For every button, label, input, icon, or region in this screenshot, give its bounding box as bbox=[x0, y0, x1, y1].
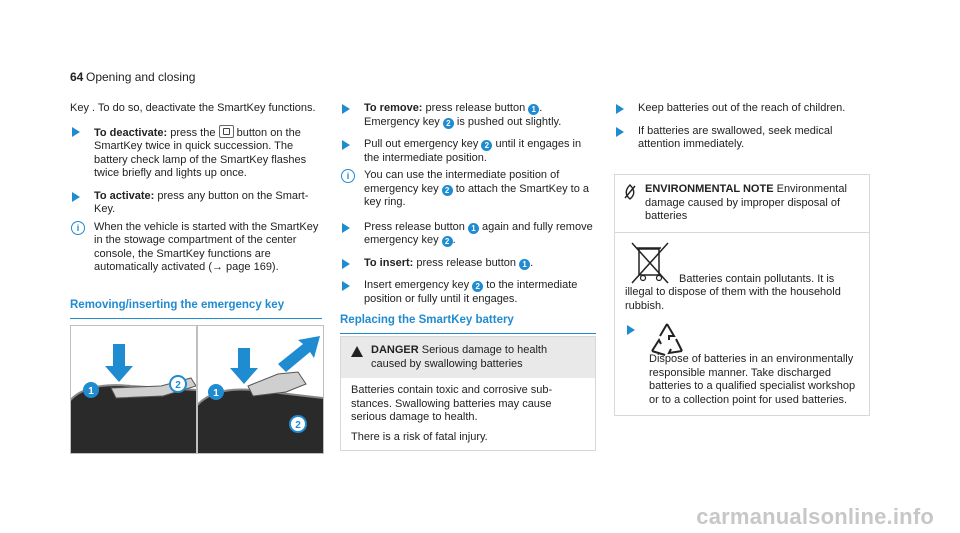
bullet-keep-away: Keep batteries out of the reach of chil­… bbox=[614, 102, 870, 116]
marker-2: 2 bbox=[441, 236, 453, 247]
danger-text-2: There is a risk of fatal injury. bbox=[351, 430, 488, 443]
info-icon: i bbox=[71, 220, 85, 235]
keyring-text-b: to attach the SmartKey to a key ring. bbox=[364, 182, 590, 209]
bullet-arrow-icon bbox=[342, 140, 350, 150]
marker-1: 1 bbox=[467, 222, 479, 234]
activate-text: press any button on the Smart­Key. bbox=[94, 189, 309, 216]
bullet-arrow-icon bbox=[342, 258, 350, 269]
danger-header: DANGER Serious damage to health caused b… bbox=[341, 337, 595, 378]
crossed-bin-icon bbox=[631, 241, 669, 284]
info-icon: i bbox=[341, 169, 355, 183]
marker-2: 2 bbox=[481, 140, 493, 151]
column-2: To remove: press release button 1. Emerg… bbox=[340, 102, 596, 315]
section-heading-emergency-key: Removing/inserting the emergency key bbox=[70, 299, 322, 319]
recycle-icon bbox=[651, 323, 683, 356]
bullet-press: Press release button 1 again and fully r… bbox=[340, 221, 596, 248]
bullet-arrow-icon bbox=[72, 191, 80, 202]
bullet-arrow-icon bbox=[627, 325, 635, 335]
insert-text-b: . bbox=[530, 256, 534, 269]
env-text-1: Batteries contain pollutants. It is ille… bbox=[625, 272, 841, 312]
bullet-arrow-icon bbox=[72, 126, 80, 137]
info-note: i When the vehicle is started with the S… bbox=[70, 220, 322, 275]
bullet-pull: Pull out emergency key 2 until it engage… bbox=[340, 138, 596, 165]
env-pollutants-block: Batteries contain pollutants. It is ille… bbox=[625, 241, 859, 314]
remove-text-c: is pushed out slightly. bbox=[453, 115, 562, 128]
keyring-text-a: You can use the intermediate position of… bbox=[364, 169, 560, 195]
env-label: ENVIRONMENTAL NOTE bbox=[645, 183, 774, 195]
info-note-text: When the vehicle is started with the Sma… bbox=[94, 220, 319, 274]
insert2-text-a: Insert emergency key bbox=[364, 279, 473, 291]
danger-label: DANGER bbox=[371, 344, 419, 356]
deactivate-text-b: button on the SmartKey twice in quick su… bbox=[94, 126, 307, 180]
bullet-arrow-icon bbox=[616, 126, 624, 137]
bullet-deactivate: To deactivate: press the button on the S… bbox=[70, 124, 322, 181]
section-heading-battery: Replacing the SmartKey battery bbox=[340, 314, 596, 334]
running-header: Opening and closing bbox=[86, 70, 196, 84]
callout-2b: 2 bbox=[295, 420, 301, 431]
insert2-text-b: to the intermediate position or fully un… bbox=[364, 279, 578, 305]
column-3: Keep batteries out of the reach of chil­… bbox=[614, 102, 870, 161]
callout-1b: 1 bbox=[213, 388, 219, 399]
environment-icon bbox=[624, 184, 636, 200]
activate-label: To activate: bbox=[94, 189, 155, 202]
danger-text-1: Batteries contain toxic and corrosive su… bbox=[351, 384, 553, 423]
marker-1: 1 bbox=[528, 104, 540, 115]
danger-title: Serious damage to health caused by swall… bbox=[371, 344, 548, 370]
bullet-activate: To activate: press any button on the Sma… bbox=[70, 190, 322, 217]
env-body: Batteries contain pollutants. It is ille… bbox=[615, 233, 869, 416]
environmental-note-box: ENVIRONMENTAL NOTE Environmental damage … bbox=[614, 174, 870, 416]
bullet-arrow-icon bbox=[342, 222, 350, 233]
marker-1: 1 bbox=[519, 258, 531, 270]
figure-remove-key: 1 2 bbox=[70, 325, 197, 454]
keep-away-text: Keep batteries out of the reach of chil­… bbox=[638, 102, 846, 114]
remove-text-b: . Emergency key bbox=[364, 102, 543, 128]
env-title: Environmental damage caused by improper … bbox=[645, 183, 847, 222]
insert-label: To insert: bbox=[364, 256, 414, 269]
press-text-c: . bbox=[452, 234, 456, 246]
page-number: 64 bbox=[70, 70, 84, 84]
watermark: carmanualsonline.info bbox=[696, 503, 934, 529]
bullet-insert: To insert: press release button 1. bbox=[340, 257, 596, 271]
insert-text-a: press release button bbox=[416, 256, 520, 269]
press-text-a: Press release button bbox=[364, 220, 468, 233]
bullet-arrow-icon bbox=[616, 104, 624, 114]
lock-icon bbox=[218, 124, 234, 138]
pull-text-a: Pull out emergency key bbox=[364, 138, 482, 150]
column-1: Key . To do so, deactivate the SmartKey … bbox=[70, 102, 322, 284]
marker-2: 2 bbox=[442, 117, 454, 129]
intro-text: Key . To do so, deactivate the SmartKey … bbox=[70, 102, 316, 114]
bullet-dispose: Dispose of batteries in an environmental… bbox=[625, 323, 859, 407]
dispose-text: Dispose of batteries in an environmental… bbox=[649, 353, 856, 406]
key-illustration-right: 1 2 bbox=[198, 336, 323, 453]
remove-label: To remove: bbox=[364, 102, 423, 114]
danger-box: DANGER Serious damage to health caused b… bbox=[340, 336, 596, 451]
press-text-b: again and fully remove emergency key bbox=[364, 220, 593, 247]
swallowed-text: If batteries are swallowed, seek medical… bbox=[638, 124, 833, 151]
bullet-insert-2: Insert emergency key 2 to the intermedia… bbox=[340, 279, 596, 306]
remove-text-a: press release button bbox=[425, 102, 529, 114]
marker-2: 2 bbox=[472, 281, 484, 292]
callout-2: 2 bbox=[175, 380, 181, 391]
callout-1: 1 bbox=[88, 386, 94, 397]
bullet-arrow-icon bbox=[342, 281, 350, 291]
pull-text-b: until it engages in the intermediate pos… bbox=[364, 138, 582, 164]
marker-2: 2 bbox=[441, 184, 453, 196]
bullet-remove: To remove: press release button 1. Emerg… bbox=[340, 102, 596, 129]
bullet-arrow-icon bbox=[342, 104, 350, 114]
env-header: ENVIRONMENTAL NOTE Environmental damage … bbox=[615, 175, 869, 233]
key-illustration-left: 1 2 bbox=[71, 344, 196, 453]
figure-pull-key: 1 2 bbox=[197, 325, 324, 454]
info-note-keyring: i You can use the intermediate position … bbox=[340, 169, 596, 210]
bullet-swallowed: If batteries are swallowed, seek medical… bbox=[614, 125, 870, 152]
deactivate-label: To deactivate: bbox=[94, 126, 168, 139]
danger-body: Batteries contain toxic and corrosive su… bbox=[341, 378, 595, 450]
warning-triangle-icon bbox=[351, 346, 363, 357]
deactivate-text-a: press the bbox=[170, 126, 219, 139]
